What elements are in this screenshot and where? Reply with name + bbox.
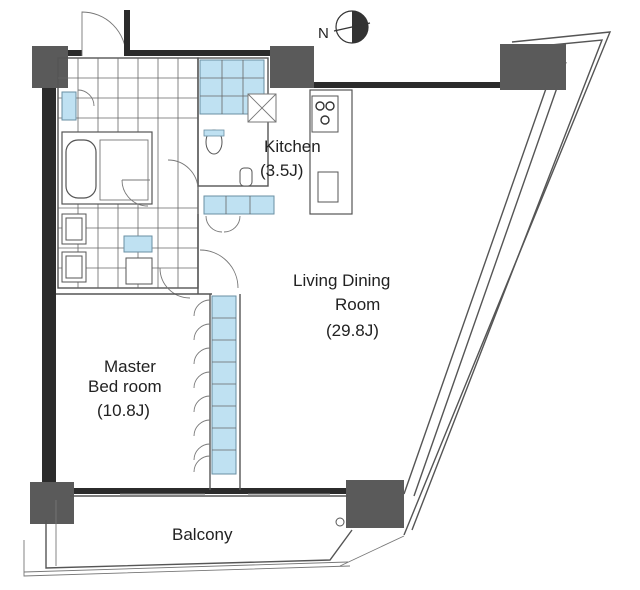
balcony-outline xyxy=(23,493,405,577)
exterior-walls xyxy=(42,31,612,536)
stove-icon xyxy=(311,95,339,133)
compass-north-label: N xyxy=(318,25,329,42)
bathtub-icon xyxy=(65,139,97,199)
pillar-top-right xyxy=(500,44,566,90)
bedroom-name-line1: Master xyxy=(104,357,156,376)
bedroom-name-line2: Bed room xyxy=(88,377,162,396)
pillar-top-left xyxy=(32,46,68,88)
room-labels: Kitchen (3.5J) Living Dining Room (29.8J… xyxy=(88,137,390,544)
bedroom-size: (10.8J) xyxy=(97,401,150,420)
kitchen-name: Kitchen xyxy=(264,137,321,156)
pillar-bottom-mid xyxy=(346,480,404,528)
washbasin-icon xyxy=(65,217,83,241)
interior-walls xyxy=(56,214,241,490)
pillar-bottom-left xyxy=(30,482,74,524)
pillar-top-mid xyxy=(270,46,314,88)
wet-area-grid xyxy=(57,57,199,299)
entrance-door xyxy=(81,10,130,57)
closet xyxy=(193,295,237,475)
balcony-name: Balcony xyxy=(172,525,233,544)
kitchen-sink-icon xyxy=(317,171,339,203)
kitchen-fixtures xyxy=(203,89,353,233)
living-size: (29.8J) xyxy=(326,321,379,340)
kitchen-size: (3.5J) xyxy=(260,161,303,180)
washing-machine-icon xyxy=(65,255,83,279)
living-name-line2: Room xyxy=(335,295,380,314)
compass: N xyxy=(318,10,371,44)
living-name-line1: Living Dining xyxy=(293,271,390,290)
pillars xyxy=(30,44,566,528)
